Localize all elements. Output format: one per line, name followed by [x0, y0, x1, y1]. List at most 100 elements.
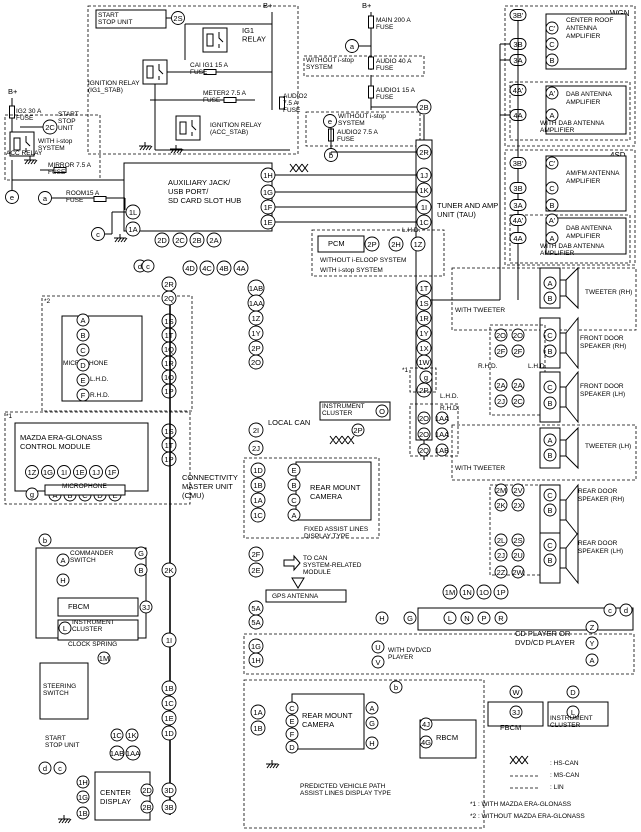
pin-label: 1Z: [414, 240, 423, 249]
pin-label: 1P: [164, 455, 173, 464]
pin-label: 4C: [202, 264, 212, 273]
pin-label: 1AA: [126, 749, 140, 758]
connector-pin: 2P: [351, 423, 365, 437]
connector-pin: g: [25, 487, 39, 501]
pin-label: 1T: [420, 284, 429, 293]
connector-pin: 1A: [125, 221, 141, 237]
pin-label: 2B: [142, 803, 151, 812]
fuse-symbol: [279, 96, 285, 110]
pin-label: 1C: [253, 511, 263, 520]
dab-amp-box-2: [545, 217, 627, 255]
ground-symbol: [58, 815, 72, 824]
connector-pin: B: [543, 344, 557, 358]
connector-pin: B: [543, 448, 557, 462]
connector-pin: 1X: [416, 340, 432, 356]
pin-label: N: [464, 614, 469, 623]
instrument-cluster-2-component: [57, 619, 139, 641]
note-1: *1 : WITH MAZDA ERA-GLONASS: [470, 801, 572, 808]
fbcm-2-label: FBCM: [500, 723, 521, 732]
steering-switch-component: [39, 662, 89, 720]
antenna-icon: [291, 577, 305, 589]
pin-label: C: [549, 184, 555, 193]
connector-pin: E: [76, 373, 90, 387]
pin-label: 1Y: [419, 329, 428, 338]
pin-label: 2C: [45, 123, 55, 132]
connector-pin: 1P: [161, 451, 177, 467]
bplus-label-3: B+: [8, 87, 18, 96]
rear-cam-fixed-box: [243, 457, 380, 539]
terminal-pin: 4A: [509, 232, 527, 244]
connector-pin: A: [543, 433, 557, 447]
connector-pin: 2C: [511, 394, 525, 408]
pin-label: 1A: [253, 496, 262, 505]
with-istop-3-label: WITH i-stop SYSTEM: [320, 267, 383, 274]
fuse-symbol: [368, 15, 374, 29]
pin-label: 4J: [422, 720, 430, 729]
pin-label: 3A: [513, 201, 522, 210]
pin-label: 1C: [112, 731, 122, 740]
connector-pin: 1N: [459, 584, 475, 600]
connector-pin: 2E: [248, 562, 264, 578]
pin-label: 1Q: [164, 345, 174, 354]
pin-label: 2X: [513, 501, 522, 510]
connector-pin: e: [323, 114, 337, 128]
pin-label: E: [80, 376, 85, 385]
pin-label: g: [30, 490, 34, 499]
ignition-relay-acc: [175, 115, 201, 141]
fuse-symbol: [368, 85, 374, 99]
connector-pin: 1D: [250, 462, 266, 478]
connector-pin: 2I: [248, 422, 264, 438]
connector-pin: d: [619, 603, 633, 617]
fbcm-component: [57, 597, 139, 617]
connector-pin: 2L: [494, 533, 508, 547]
connector-pin: D: [76, 358, 90, 372]
connector-pin: 2J: [248, 440, 264, 456]
pin-label: 2W: [512, 568, 524, 577]
pin-label: 2I: [253, 426, 259, 435]
ground-symbol: [114, 234, 128, 243]
center-roof-box: [545, 13, 627, 70]
connector-pin: A: [287, 508, 301, 522]
pin-label: B: [138, 566, 143, 575]
pin-label: 1A: [128, 225, 137, 234]
connector-pin: 1L: [125, 204, 141, 220]
connector-pin: 1AA: [435, 427, 449, 441]
pin-label: 1D: [164, 729, 174, 738]
lhd-label: L.H.D.: [402, 227, 421, 234]
connector-pin: 3D: [161, 782, 177, 798]
acc-relay: [9, 131, 35, 157]
connector-pin: C: [545, 181, 559, 195]
connector-pin: B: [543, 291, 557, 305]
connector-pin: 1M: [442, 584, 458, 600]
connector-pin: C: [545, 37, 559, 51]
pin-label: W: [512, 688, 520, 697]
connector-pin: 1A: [250, 492, 266, 508]
speaker-icon: [559, 531, 579, 585]
pin-label: L: [448, 614, 452, 623]
ground-symbol: [170, 145, 184, 154]
pin-label: B: [549, 201, 554, 210]
pin-label: 2P: [251, 344, 260, 353]
ignition-relay-acc-label: IGNITION RELAY(ACC_STAB): [210, 122, 262, 136]
connector-pin: L: [58, 621, 72, 635]
pin-label: 1I: [61, 468, 67, 477]
pin-label: 1B: [253, 724, 262, 733]
connector-pin: 1O: [476, 584, 492, 600]
connector-pin: 1O: [161, 369, 177, 385]
connector-pin: 2A: [206, 232, 222, 248]
connector-pin: 2J: [494, 548, 508, 562]
connector-pin: 1R: [416, 310, 432, 326]
connector-pin: 1E: [73, 465, 87, 479]
connector-pin: B: [545, 53, 559, 67]
pin-label: 2Q: [419, 446, 429, 455]
pin-label: A: [589, 656, 594, 665]
connector-pin: C': [545, 156, 559, 170]
connector-pin: 1T: [161, 327, 177, 343]
